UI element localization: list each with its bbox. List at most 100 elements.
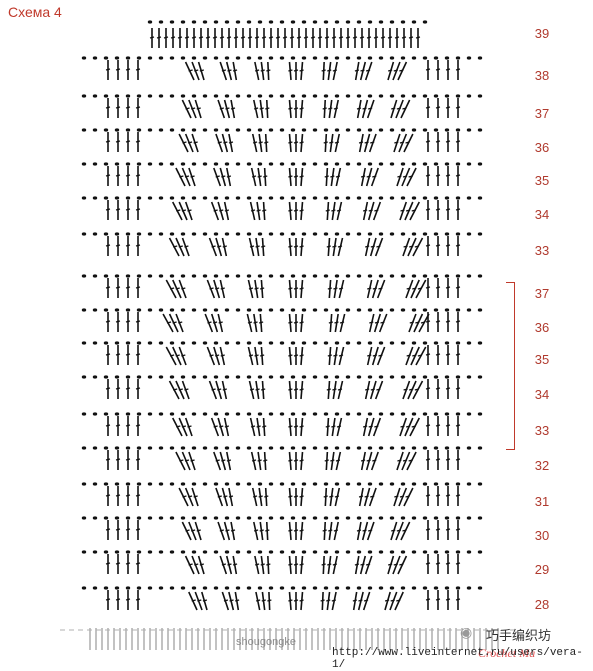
chain-dot <box>400 482 406 486</box>
stitch-bar <box>257 459 262 462</box>
stitch-bar <box>260 563 265 566</box>
stitch-bar <box>197 599 202 602</box>
stitch-bar <box>445 286 451 289</box>
chain-dot <box>158 20 164 24</box>
chain-dot <box>477 446 483 450</box>
chain-dot <box>268 446 274 450</box>
chain-dot <box>378 56 384 60</box>
source-url: http://www.liveinternet.ru/users/vera-1/ <box>332 647 583 671</box>
chain-dot <box>92 516 98 520</box>
stitch-bar <box>196 529 201 532</box>
chain-dot <box>367 482 373 486</box>
chain-dot <box>411 341 417 345</box>
chain-dot <box>92 128 98 132</box>
stitch-bar <box>125 424 131 427</box>
chain-dot <box>466 550 472 554</box>
stitch-bar <box>125 562 131 565</box>
stitch-bar <box>288 107 293 110</box>
stitch-bar <box>169 287 175 290</box>
row-label: 39 <box>534 26 550 41</box>
stitch-bar <box>445 353 451 356</box>
stitch-bar <box>215 459 220 462</box>
chain-dot <box>477 308 483 312</box>
chain-dot <box>455 308 461 312</box>
stitch <box>363 133 371 153</box>
chain-dot <box>356 232 362 236</box>
stitch-bar <box>212 321 218 324</box>
chain-dot <box>279 482 285 486</box>
stitch-bar <box>185 107 190 110</box>
stitch-bar <box>322 529 327 532</box>
chain-dot <box>81 375 87 379</box>
chain-dot <box>466 128 472 132</box>
stitch-bar <box>248 354 254 357</box>
stitch <box>370 451 379 471</box>
chain-dot <box>411 94 417 98</box>
stitch-bar <box>425 424 431 427</box>
stitch-bar <box>264 141 269 144</box>
stitch <box>404 417 414 437</box>
stitch-bar <box>299 175 304 178</box>
chain-dot <box>389 446 395 450</box>
stitch-bar <box>184 459 190 462</box>
chain-dot <box>268 516 274 520</box>
chart-title: Схема 4 <box>8 4 62 20</box>
stitch-bar <box>115 528 121 531</box>
chain-dot <box>213 412 219 416</box>
stitch-bar <box>388 563 393 566</box>
chain-dot <box>114 128 120 132</box>
stitch <box>415 279 427 299</box>
chain-dot <box>455 162 461 166</box>
stitch-bar <box>288 459 293 462</box>
stitch-bar <box>327 563 332 566</box>
stitch-bar <box>324 36 330 39</box>
stitch-bar <box>215 175 220 178</box>
stitch-bar <box>226 459 232 462</box>
chain-dot <box>92 196 98 200</box>
stitch <box>370 167 379 187</box>
chain-dot <box>147 341 153 345</box>
chain-dot <box>257 341 263 345</box>
stitch-bar <box>240 36 246 39</box>
chain-dot <box>147 586 153 590</box>
chain-dot <box>455 274 461 278</box>
stitch-bar <box>370 388 375 391</box>
stitch <box>384 591 391 611</box>
stitch-bar <box>188 563 193 566</box>
stitch-bar <box>425 458 431 461</box>
chain-dot <box>334 308 340 312</box>
chain-dot <box>455 196 461 200</box>
stitch-bar <box>105 208 111 211</box>
stitch-bar <box>125 68 131 71</box>
chain-dot <box>477 586 483 590</box>
chain-dot <box>136 162 142 166</box>
stitch-bar <box>267 599 272 602</box>
chain-dot <box>334 162 340 166</box>
row-label: 35 <box>534 173 550 188</box>
chain-dot <box>268 482 274 486</box>
stitch-bar <box>105 562 111 565</box>
stitch <box>405 346 414 366</box>
stitch-bar <box>219 529 224 532</box>
stitch-bar <box>288 563 293 566</box>
chain-dot <box>356 412 362 416</box>
stitch-bar <box>299 563 304 566</box>
chain-dot <box>279 56 285 60</box>
stitch-bar <box>445 528 451 531</box>
chain-dot <box>444 375 450 379</box>
stitch-bar <box>257 175 262 178</box>
stitch-bar <box>293 245 299 248</box>
stitch-bar <box>399 69 404 72</box>
stitch-bar <box>224 425 230 428</box>
stitch-bar <box>425 528 431 531</box>
chain-dot <box>378 482 384 486</box>
chain-dot <box>433 308 439 312</box>
stitch-bar <box>135 106 141 109</box>
chain-dot <box>433 412 439 416</box>
chain-dot <box>367 550 373 554</box>
stitch-bar <box>193 141 198 144</box>
stitch-bar <box>394 495 399 498</box>
stitch-bar <box>135 244 141 247</box>
stitch-bar <box>455 562 461 565</box>
stitch <box>367 417 375 437</box>
